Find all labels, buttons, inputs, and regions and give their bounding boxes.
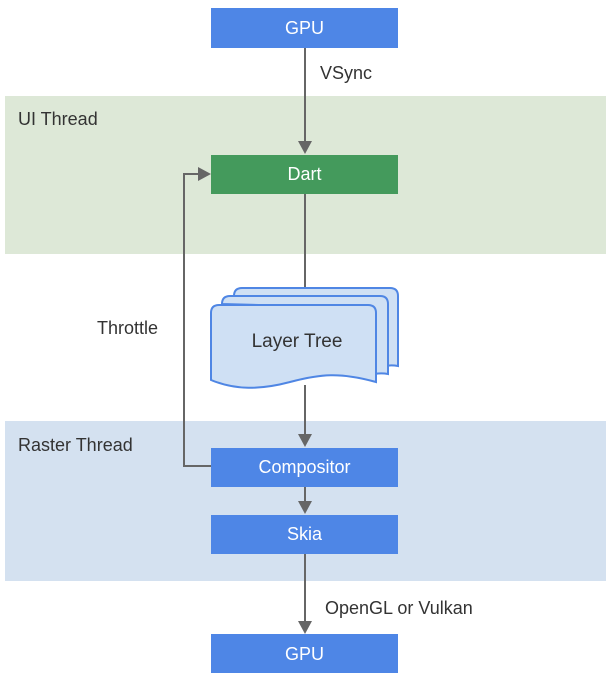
ui-thread-label: UI Thread [18,109,98,129]
opengl-arrowhead [298,621,312,634]
gpu-bottom-label: GPU [285,644,324,664]
layer-tree-node: Layer Tree [210,287,399,389]
gpu-top-label: GPU [285,18,324,38]
throttle-arrow [183,173,211,467]
throttle-arrowhead [198,167,211,181]
layer-tree-label: Layer Tree [252,331,343,352]
vsync-label: VSync [320,63,372,83]
compositor-label: Compositor [258,457,350,477]
dart-label: Dart [287,164,321,184]
gpu-top-node [211,8,398,48]
skia-label: Skia [287,524,323,544]
layer-tree-to-compositor-arrowhead [298,434,312,447]
vsync-arrowhead [298,141,312,154]
layer-tree-sheet-front [210,304,377,389]
skia-node [211,515,398,554]
opengl-label: OpenGL or Vulkan [325,598,473,618]
raster-thread-label: Raster Thread [18,435,133,455]
compositor-node [211,448,398,487]
dart-node [211,155,398,194]
gpu-bottom-node [211,634,398,673]
compositor-to-skia-arrowhead [298,501,312,514]
throttle-label: Throttle [97,318,158,338]
